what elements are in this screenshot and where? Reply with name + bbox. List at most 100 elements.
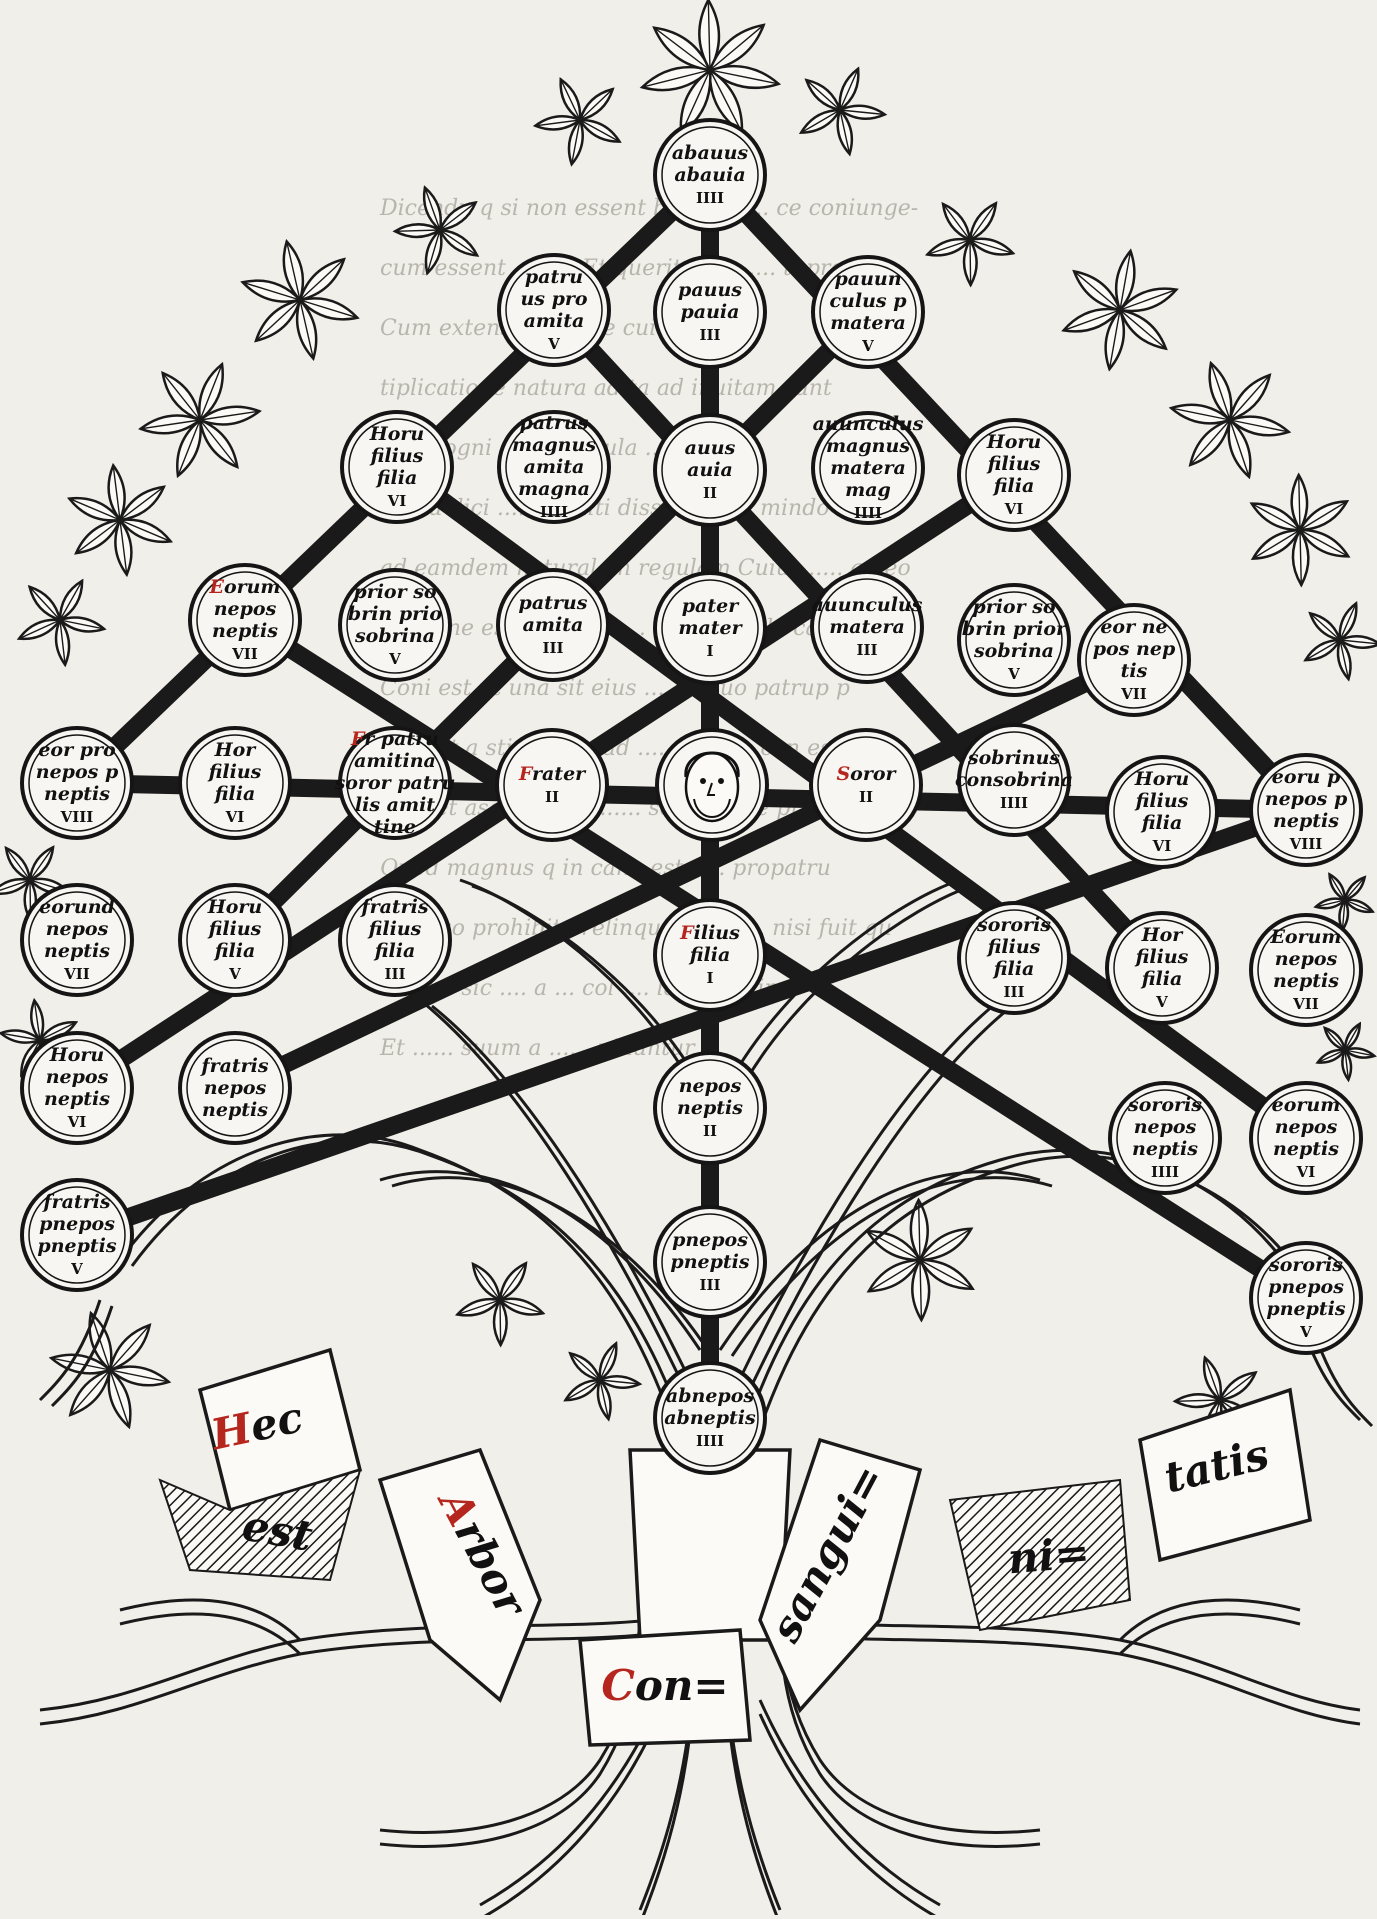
- node-degree: VI: [67, 1113, 87, 1131]
- leaf-vein: [1324, 1027, 1346, 1051]
- node-degree: III: [856, 641, 877, 659]
- node-label: nepos: [679, 1075, 742, 1097]
- node-label: Eorum: [1269, 926, 1341, 948]
- node-label: tine: [374, 816, 416, 838]
- leaf-vein: [457, 1299, 501, 1316]
- node-degree: VI: [387, 492, 407, 510]
- branch: [419, 998, 692, 1401]
- node-degree: III: [542, 639, 563, 657]
- ego-portrait-node: [655, 728, 769, 842]
- branch: [38, 1299, 102, 1402]
- node-label: prior so: [353, 581, 437, 603]
- node-ring: [661, 263, 759, 361]
- leaf-vein: [299, 299, 358, 319]
- leaf-vein: [286, 241, 301, 301]
- node-label: pauun: [834, 268, 901, 290]
- node-degree: VII: [63, 965, 90, 983]
- node-ring: [1113, 919, 1211, 1017]
- node-label: nepos p: [1265, 788, 1348, 810]
- branch-outline: [730, 1176, 1053, 1357]
- node-ring: [28, 891, 126, 989]
- node-label: Frater: [518, 763, 587, 785]
- leaf-vein: [1108, 309, 1121, 370]
- node-ring: [965, 909, 1063, 1007]
- node-degree: II: [703, 484, 717, 502]
- branch-outline: [740, 1154, 1304, 1487]
- node-ring: [505, 418, 603, 516]
- leaf-vein: [1344, 1049, 1375, 1057]
- node-label: abauia: [674, 164, 745, 186]
- node-label: filia: [213, 940, 256, 962]
- node-degree: II: [703, 1122, 717, 1140]
- root: [728, 1719, 782, 1911]
- node-label: filius: [369, 445, 424, 467]
- node-ring: [965, 731, 1063, 829]
- node-label: nepos: [204, 1077, 267, 1099]
- leaf-vein: [1339, 639, 1350, 680]
- node-label: Filius: [679, 922, 740, 944]
- node-circle: [178, 726, 292, 840]
- node-label: sobrina: [973, 640, 1054, 662]
- node-circle: [178, 883, 292, 997]
- leaf-vein: [39, 1021, 77, 1041]
- node-circle: [340, 410, 454, 524]
- node-label: sororis: [1268, 1254, 1343, 1276]
- node-label: prior so: [972, 596, 1056, 618]
- node-label: nepos: [1275, 1116, 1338, 1138]
- node-degree: V: [228, 965, 241, 983]
- leaf-vein: [569, 1352, 601, 1381]
- node-label: Fr patru: [350, 728, 439, 750]
- node-label: sororis: [1127, 1094, 1202, 1116]
- node-ring: [661, 579, 759, 677]
- node-circle: [653, 413, 767, 527]
- leaf-vein: [51, 1357, 111, 1371]
- node-circle: [1249, 913, 1363, 1027]
- leaf-vein: [255, 299, 301, 342]
- leaf-vein: [394, 229, 441, 232]
- node-ring: [1257, 1249, 1355, 1347]
- root-outline: [758, 1713, 941, 1919]
- node-ring: [504, 576, 602, 674]
- nose-icon: [706, 782, 715, 796]
- leaf-vein: [199, 419, 238, 468]
- node-label: eorund: [39, 896, 115, 918]
- leaf-vein: [1252, 529, 1301, 560]
- leaf-vein: [1171, 407, 1231, 421]
- node-label: neptis: [1273, 970, 1339, 992]
- leaf-vein: [969, 202, 997, 241]
- node-degree: IIII: [696, 1432, 724, 1450]
- leaf-vein: [1339, 639, 1377, 645]
- node-label: abneptis: [664, 1407, 756, 1429]
- node-label: magnus: [826, 435, 910, 457]
- node-label: pneptis: [670, 1251, 749, 1273]
- node-ring: [1116, 1089, 1214, 1187]
- node-label: pneptis: [37, 1235, 116, 1257]
- leaf-vein: [59, 619, 66, 665]
- node-label: neptis: [1273, 810, 1339, 832]
- leaf-vein: [570, 119, 581, 165]
- node-circle: [809, 728, 923, 842]
- node-label: fratris: [199, 1055, 268, 1077]
- leaf-vein: [0, 879, 31, 891]
- lattice-bar: [223, 648, 1146, 1100]
- leaf-vein: [867, 1230, 921, 1261]
- node-label: filia: [992, 475, 1035, 497]
- branch-outline: [740, 1004, 1013, 1407]
- leaf-vein: [839, 109, 885, 116]
- node-label: pauia: [681, 301, 740, 323]
- banner-fold: [758, 1437, 923, 1714]
- lattice-bar: [65, 798, 1318, 1247]
- node-label: filius: [207, 918, 262, 940]
- node-label: Eorum: [208, 576, 280, 598]
- node-ring: [503, 736, 601, 834]
- node-circle: [188, 563, 302, 677]
- node-circle: [178, 1031, 292, 1145]
